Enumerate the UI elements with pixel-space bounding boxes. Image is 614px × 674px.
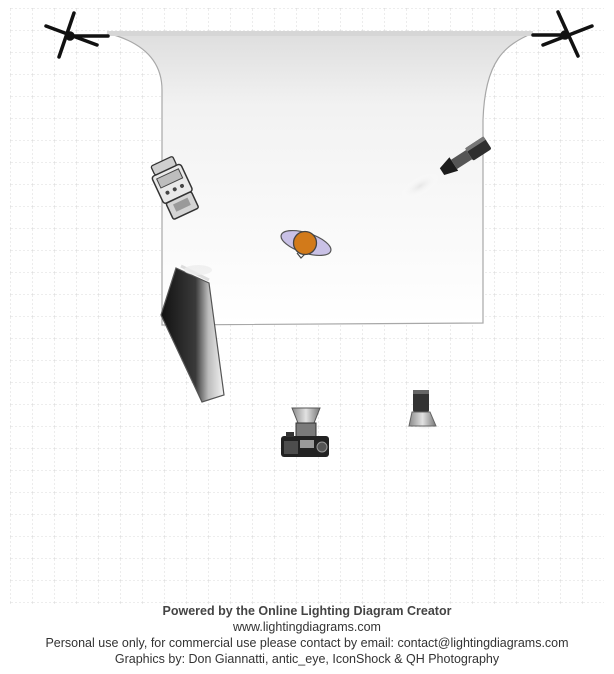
- light-stand-icon[interactable]: [44, 11, 110, 59]
- light-stand-icon[interactable]: [531, 10, 594, 58]
- website-link[interactable]: www.lightingdiagrams.com: [233, 620, 381, 634]
- standard-reflector-icon[interactable]: [408, 390, 440, 431]
- camera-icon[interactable]: [281, 407, 329, 457]
- subject-person-icon[interactable]: [278, 225, 334, 260]
- strip-softbox-icon[interactable]: [160, 264, 225, 403]
- powered-by-text: Powered by the Online Lighting Diagram C…: [162, 604, 452, 618]
- credits-text: Graphics by: Don Giannatti, antic_eye, I…: [114, 652, 500, 666]
- diagram-footer: Powered by the Online Lighting Diagram C…: [0, 603, 614, 667]
- license-text: Personal use only, for commercial use pl…: [45, 636, 569, 650]
- snoot-light-icon[interactable]: [396, 135, 491, 204]
- paper-backdrop-icon[interactable]: [106, 31, 534, 326]
- speedlight-flash-icon[interactable]: [147, 154, 201, 220]
